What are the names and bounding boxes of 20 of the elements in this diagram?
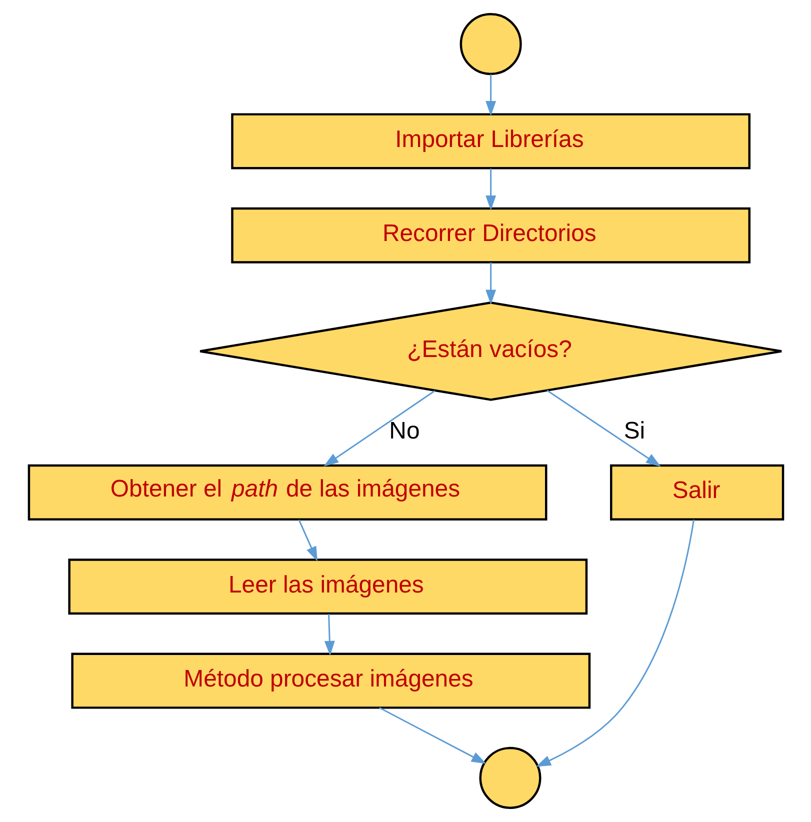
arrow bbox=[324, 614, 334, 656]
arrow bbox=[298, 520, 317, 562]
node-circle bbox=[459, 13, 522, 76]
node-box: Recorrer Directorios bbox=[230, 207, 750, 264]
node-box: Leer las imágenes bbox=[68, 558, 588, 615]
arrow bbox=[485, 168, 496, 211]
arrow bbox=[323, 390, 435, 466]
arrow bbox=[485, 262, 496, 305]
node-box: Importar Librerías bbox=[230, 113, 750, 170]
node-box: Método procesar imágenes bbox=[70, 652, 590, 709]
arrow bbox=[535, 520, 694, 767]
edge-label: No bbox=[388, 417, 420, 444]
arrow bbox=[378, 707, 486, 764]
edge-label: Si bbox=[623, 417, 645, 444]
node-box: Obtener el path de las imágenes bbox=[27, 464, 547, 520]
node-circle bbox=[478, 746, 541, 809]
arrow bbox=[546, 390, 660, 467]
arrow bbox=[485, 74, 496, 116]
node-diamond: ¿Están vacíos? bbox=[198, 302, 782, 401]
node-box: Salir bbox=[610, 464, 784, 520]
